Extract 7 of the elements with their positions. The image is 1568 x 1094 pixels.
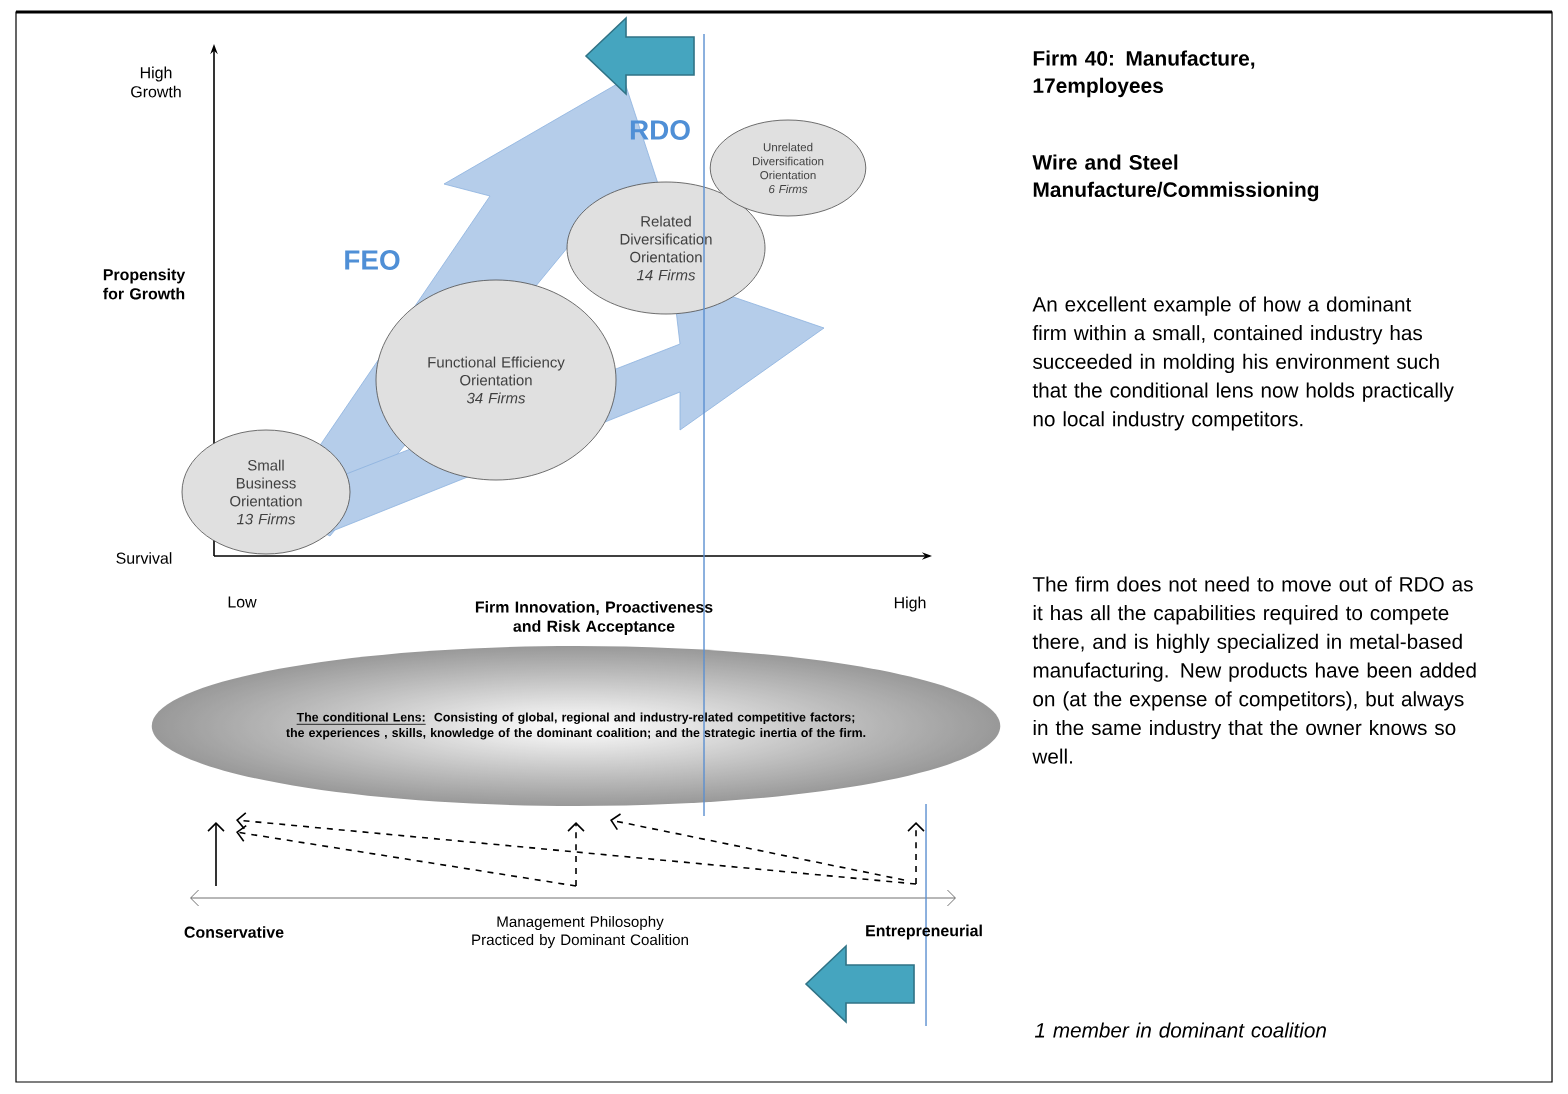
heading: Wire and Steel Manufacture/Commissioning (1032, 154, 1319, 202)
orientation-acronym: RDO (630, 120, 690, 140)
heading: Firm 40: Manufacture, 17employees (1033, 50, 1255, 98)
paragraph: An excellent example of how a dominant firm within a small, contained industry has succeeded in molding his environment such that the conditional lens now holds practically no local industry competitors. (1032, 296, 1454, 431)
note: 1 member in dominant coalition (1034, 1022, 1326, 1038)
paragraph: The firm does not need to move out of RDO as it has all the capabilities required to compete there, and is highly specialized in metal-based manufacturing. New products have been added on (at the expense of competitors), but always in the same industry that the owner knows so well. (1032, 576, 1476, 764)
orientation-acronym: FEO (345, 250, 400, 270)
